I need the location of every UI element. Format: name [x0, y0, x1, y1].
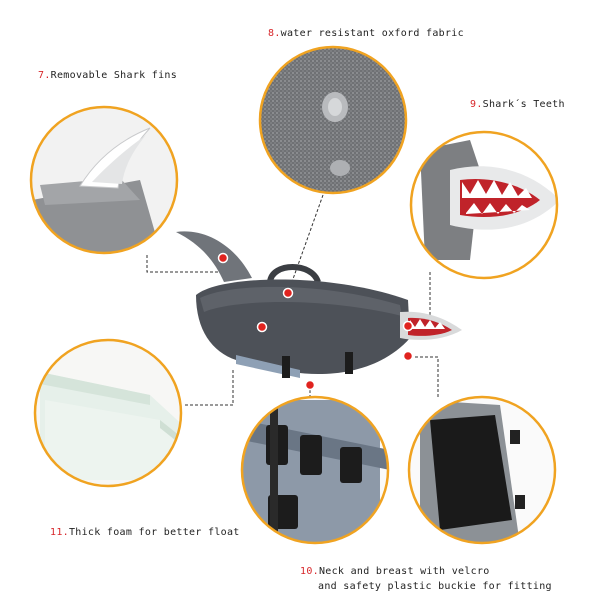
callout-velcro-line2: and safety plastic buckie for fitting — [318, 580, 552, 593]
callout-number: 7. — [38, 70, 51, 81]
velcro-closeup — [407, 395, 557, 545]
callout-text: and safety plastic buckie for fitting — [318, 581, 552, 592]
callout-foam: 11.Thick foam for better float — [50, 526, 240, 539]
callout-number: 11. — [50, 527, 69, 538]
callout-teeth: 9.Shark´s Teeth — [470, 98, 565, 111]
buckle-closeup — [240, 395, 390, 545]
callout-number: 9. — [470, 99, 483, 110]
callout-velcro: 10.Neck and breast with velcro — [300, 565, 490, 578]
feature-markers — [217, 252, 414, 391]
callout-fins: 7.Removable Shark fins — [38, 69, 177, 82]
callout-fabric: 8.water resistant oxford fabric — [268, 27, 464, 40]
callout-text: Thick foam for better float — [68, 527, 240, 538]
callout-number: 8. — [268, 28, 281, 39]
callout-text: Neck and breast with velcro — [318, 566, 490, 577]
shark-life-jacket — [176, 231, 462, 378]
foam-closeup — [33, 338, 183, 488]
fin-closeup — [29, 105, 179, 255]
teeth-closeup — [409, 130, 559, 280]
callout-text: water resistant oxford fabric — [280, 28, 464, 39]
callout-number: 10. — [300, 566, 319, 577]
callout-text: Removable Shark fins — [50, 70, 178, 81]
callout-text: Shark´s Teeth — [482, 99, 565, 110]
fabric-closeup — [258, 45, 408, 195]
